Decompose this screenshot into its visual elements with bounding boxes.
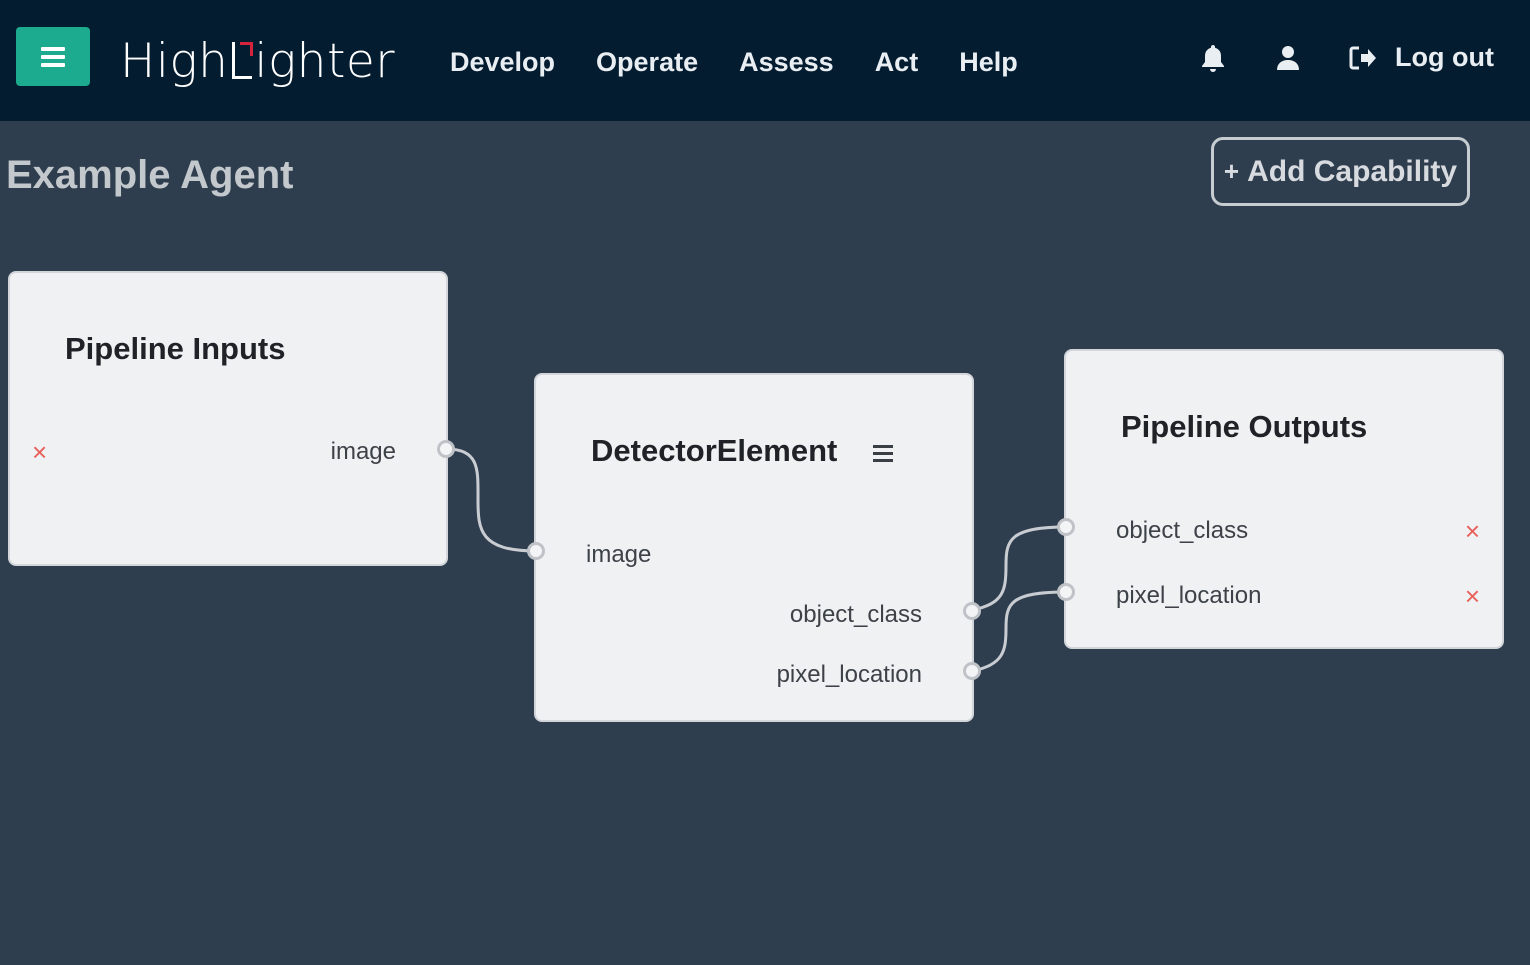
pipeline-inputs-node[interactable]: Pipeline Inputs × image: [8, 271, 448, 566]
node-title: Pipeline Inputs: [65, 331, 286, 366]
nav-assess[interactable]: Assess: [739, 47, 834, 77]
hamburger-menu-button[interactable]: [16, 27, 90, 86]
detector-output-label: pixel_location: [776, 661, 922, 688]
nav-operate[interactable]: Operate: [596, 47, 699, 77]
nav-develop[interactable]: Develop: [450, 47, 556, 77]
detector-element-node[interactable]: DetectorElement image object_class pixel…: [534, 373, 974, 722]
hamburger-icon: [41, 46, 65, 67]
detector-input-label: image: [586, 541, 652, 568]
inputs-image-port[interactable]: [437, 440, 455, 458]
main-nav: Develop Operate Assess Act Help: [450, 44, 1059, 80]
header-actions: Log out: [1199, 42, 1494, 73]
output-port-label: pixel_location: [1116, 582, 1262, 609]
pipeline-outputs-node[interactable]: Pipeline Outputs object_class × pixel_lo…: [1064, 349, 1504, 649]
add-capability-label: Add Capability: [1247, 154, 1458, 188]
detector-object-class-port[interactable]: [963, 602, 981, 620]
node-title: DetectorElement: [591, 433, 838, 468]
sign-out-icon: [1349, 45, 1377, 71]
top-navbar: High ighter Develop Operate Assess Act He…: [0, 0, 1530, 121]
outputs-object-class-port[interactable]: [1057, 518, 1075, 536]
output-port-label: object_class: [1116, 517, 1249, 544]
logout-label: Log out: [1395, 42, 1494, 72]
user-icon[interactable]: [1275, 44, 1301, 72]
nav-help[interactable]: Help: [959, 47, 1018, 77]
wire-image: [445, 447, 537, 553]
bell-icon[interactable]: [1199, 43, 1227, 73]
outputs-pixel-location-port[interactable]: [1057, 583, 1075, 601]
detector-output-label: object_class: [789, 601, 922, 628]
node-title: Pipeline Outputs: [1121, 409, 1368, 444]
add-capability-button[interactable]: + Add Capability: [1211, 137, 1470, 206]
logo-text-part-1: High: [120, 33, 229, 89]
delete-input-icon[interactable]: ×: [32, 437, 48, 467]
wire-pixel-location: [971, 590, 1067, 673]
nav-act[interactable]: Act: [874, 47, 919, 77]
logo-mark: [228, 41, 254, 81]
input-port-label: image: [330, 438, 396, 465]
detector-pixel-location-port[interactable]: [963, 662, 981, 680]
detector-image-port[interactable]: [527, 542, 545, 560]
logout-button[interactable]: Log out: [1349, 42, 1494, 73]
plus-icon: +: [1223, 156, 1240, 186]
delete-output-icon[interactable]: ×: [1464, 581, 1480, 611]
node-menu-icon[interactable]: [873, 445, 895, 463]
page-title: Example Agent: [6, 153, 294, 197]
logo-text-part-2: ighter: [254, 33, 396, 89]
highlighter-logo[interactable]: High ighter: [120, 32, 395, 90]
wire-object-class: [971, 525, 1067, 612]
delete-output-icon[interactable]: ×: [1464, 516, 1480, 546]
